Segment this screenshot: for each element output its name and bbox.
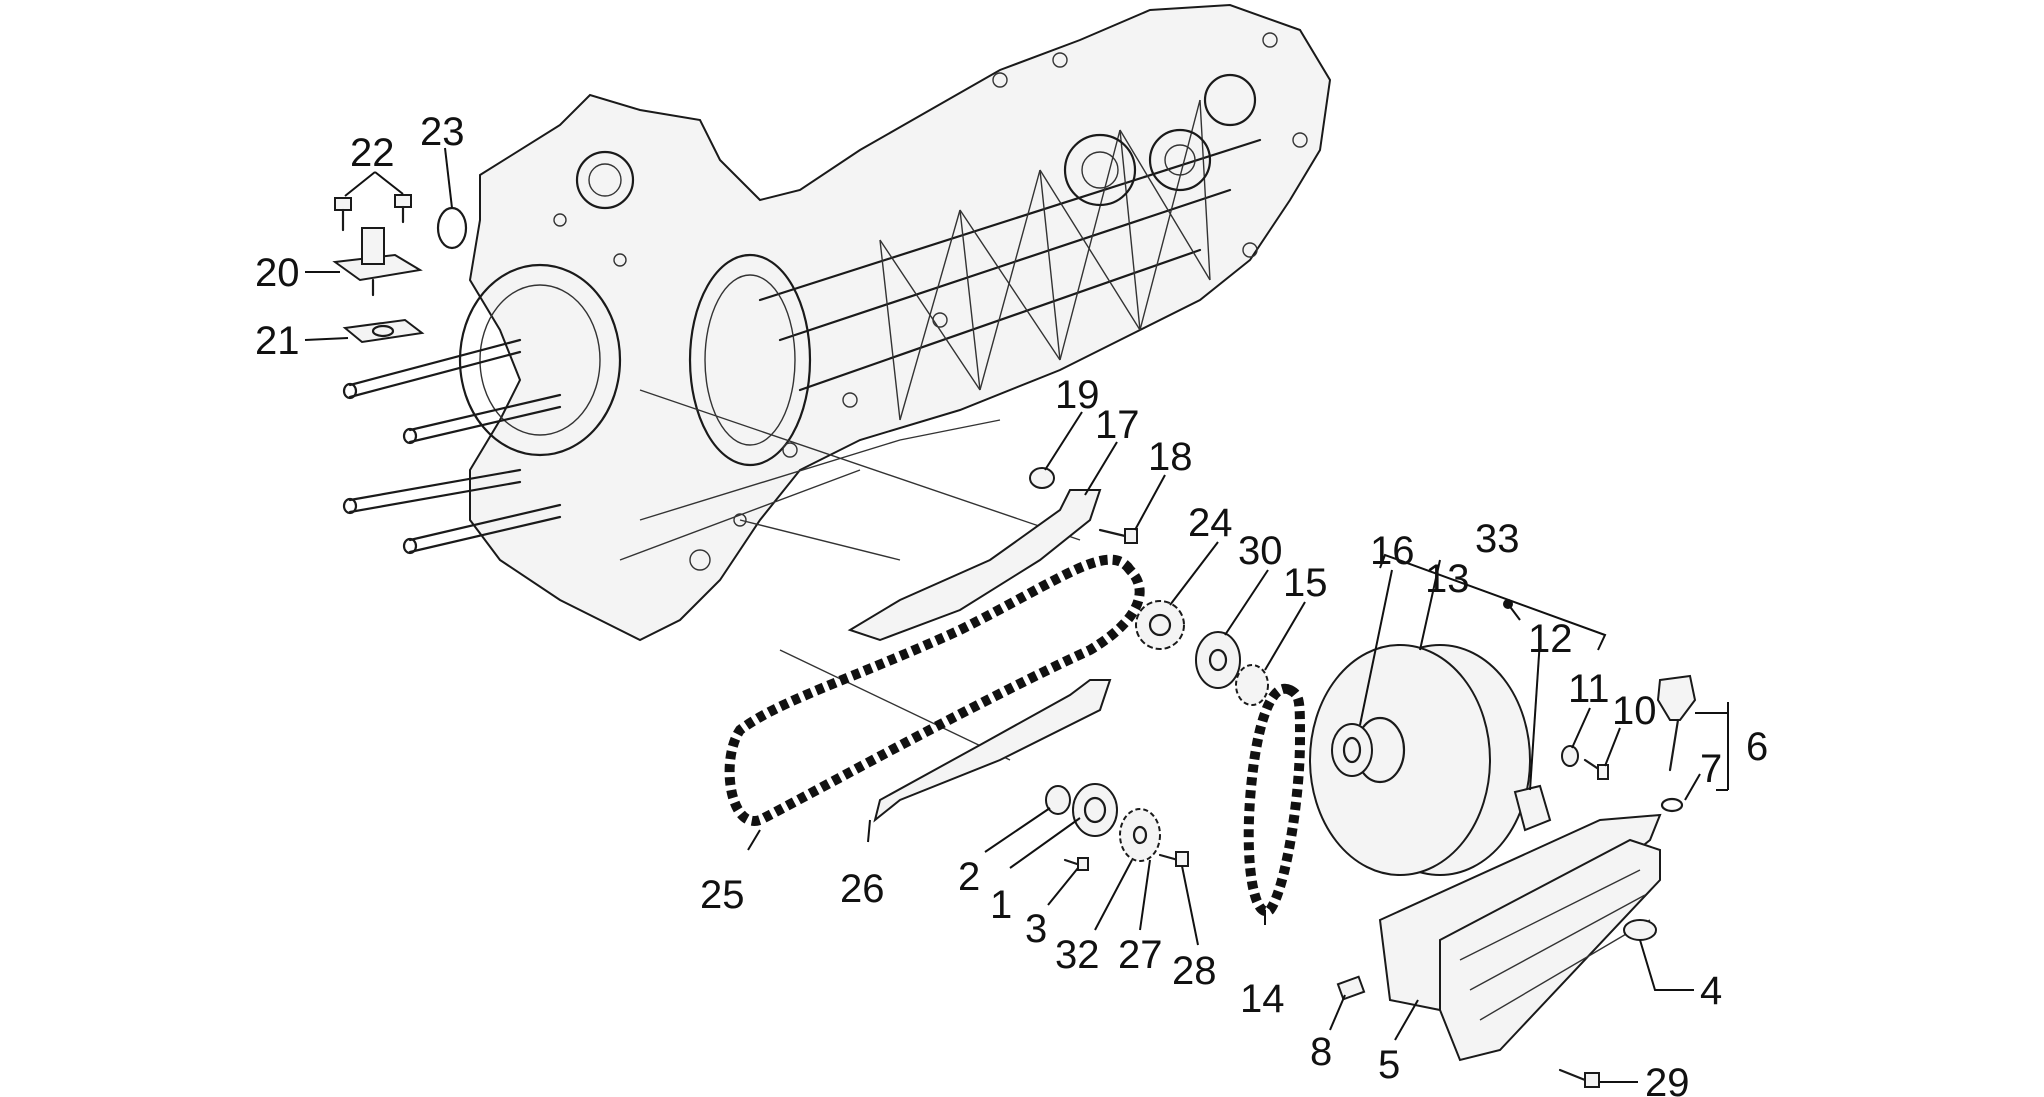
label-14: 14 <box>1240 977 1285 1021</box>
part-26-tensioner-slider <box>873 679 1112 823</box>
label-19: 19 <box>1055 373 1100 417</box>
label-28: 28 <box>1172 949 1217 993</box>
label-30: 30 <box>1238 529 1283 573</box>
part-2-o-ring <box>1045 785 1071 815</box>
label-22: 22 <box>350 131 395 175</box>
part-14-oil-pump-chain <box>1243 683 1306 917</box>
label-24: 24 <box>1188 501 1233 545</box>
label-16: 16 <box>1370 529 1415 573</box>
label-27: 27 <box>1118 933 1163 977</box>
label-21: 21 <box>255 319 300 363</box>
label-8: 8 <box>1310 1030 1332 1074</box>
part-24-sprocket <box>1135 600 1185 650</box>
label-17: 17 <box>1095 403 1140 447</box>
part-6-dipstick <box>1656 674 1697 772</box>
assembly-center-lines <box>639 389 1081 761</box>
part-22-bolts <box>334 194 412 232</box>
label-23: 23 <box>420 110 465 154</box>
label-18: 18 <box>1148 435 1193 479</box>
part-15-gear <box>1235 664 1269 706</box>
part-29-drain-bolt <box>1558 1068 1600 1088</box>
label-11: 11 <box>1568 667 1610 711</box>
part-28-bolt <box>1158 851 1189 867</box>
part-18-bolt <box>1098 528 1138 544</box>
leader-lines <box>304 147 1729 1083</box>
part-labels: 22 23 20 21 19 17 18 24 30 15 16 13 33 1… <box>255 110 1768 1097</box>
part-11-washer <box>1561 745 1579 767</box>
part-20-chain-tensioner <box>332 227 423 297</box>
part-16-seal <box>1331 723 1373 777</box>
label-26: 26 <box>840 867 885 911</box>
label-7: 7 <box>1700 747 1722 791</box>
label-32: 32 <box>1055 933 1100 977</box>
part-3-screw <box>1063 857 1089 871</box>
label-15: 15 <box>1283 561 1328 605</box>
label-33: 33 <box>1475 517 1520 561</box>
part-23-o-ring <box>436 206 468 250</box>
label-25: 25 <box>700 873 745 917</box>
label-6: 6 <box>1746 725 1768 769</box>
part-10-screw <box>1583 758 1609 780</box>
part-1-oil-pump <box>1072 783 1118 837</box>
part-30-washer <box>1195 631 1241 689</box>
part-25-timing-chain <box>724 554 1145 826</box>
label-29: 29 <box>1645 1061 1690 1097</box>
part-12-damper <box>1513 784 1552 832</box>
part-4-oil-sump <box>1439 838 1661 1062</box>
label-20: 20 <box>255 251 300 295</box>
part-13-pump-cover <box>1309 644 1531 876</box>
label-2: 2 <box>958 855 980 899</box>
part-32-sprocket <box>1119 808 1161 862</box>
label-1: 1 <box>990 883 1012 927</box>
cylinder-studs <box>342 338 562 555</box>
crankcase-housing <box>458 3 1332 642</box>
part-7-o-ring <box>1660 797 1684 813</box>
label-10: 10 <box>1612 689 1657 733</box>
part-17-chain-guide <box>847 489 1102 642</box>
label-5: 5 <box>1378 1043 1400 1087</box>
label-12: 12 <box>1528 617 1573 661</box>
part-19-bushing <box>1029 467 1055 489</box>
part-21-gasket <box>342 318 425 344</box>
label-4: 4 <box>1700 969 1722 1013</box>
label-13: 13 <box>1425 557 1470 601</box>
label-3: 3 <box>1025 907 1047 951</box>
part-8-dowel <box>1336 975 1366 1001</box>
